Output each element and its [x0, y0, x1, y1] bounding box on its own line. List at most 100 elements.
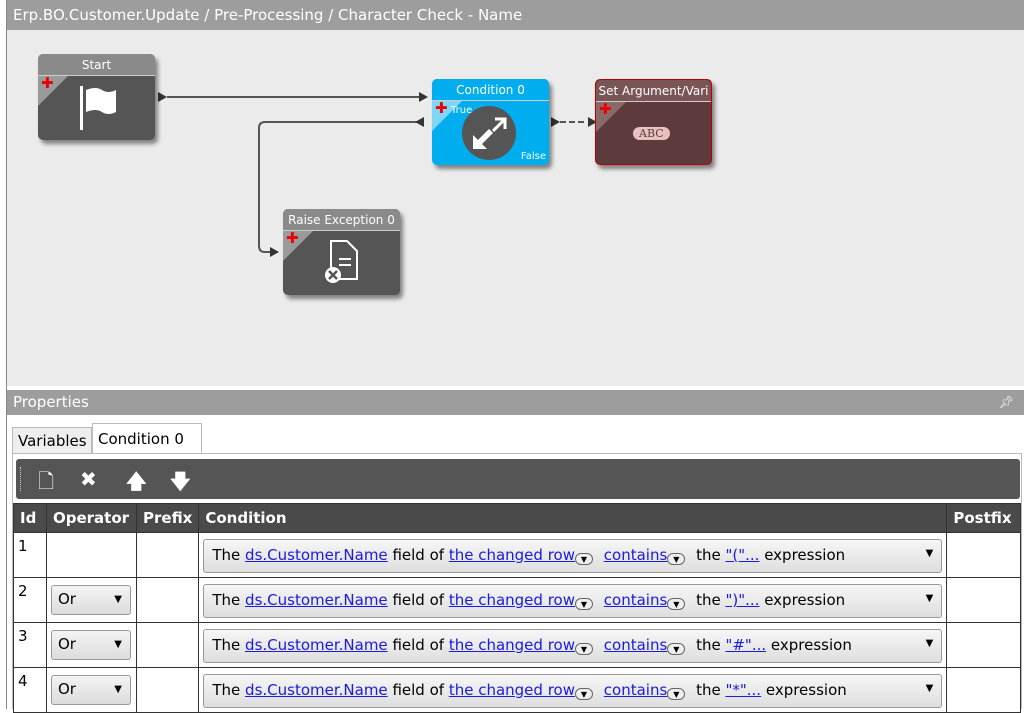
operator-value: Or	[58, 635, 76, 653]
operator-cell[interactable]: Or ▼	[46, 622, 137, 668]
dropdown-arrow-icon[interactable]: ▼	[925, 548, 934, 559]
expression-text: expression	[765, 681, 847, 699]
row-dropdown-icon[interactable]: ▼	[575, 598, 593, 610]
expression-text: expression	[764, 591, 846, 609]
condition-in-port[interactable]	[419, 92, 428, 102]
operator-select[interactable]: Or▼	[51, 675, 131, 705]
field-link[interactable]: ds.Customer.Name	[245, 546, 388, 564]
operator-select[interactable]: Or▼	[51, 585, 131, 615]
table-header: Id Operator Prefix Condition Postfix	[13, 503, 1021, 533]
add-icon[interactable]: ✚	[435, 99, 448, 117]
operator-dropdown-icon[interactable]: ▼	[667, 643, 686, 655]
operator-dropdown-icon[interactable]: ▼	[667, 553, 686, 565]
field-link[interactable]: ds.Customer.Name	[245, 591, 388, 609]
operator-link[interactable]: contains	[603, 591, 668, 609]
new-icon[interactable]: 🗋︎	[38, 469, 55, 493]
row-dropdown-icon[interactable]: ▼	[575, 688, 593, 700]
condition-cell[interactable]: The ds.Customer.Name field of the change…	[198, 532, 948, 578]
operator-select[interactable]: Or ▼	[51, 630, 131, 660]
row-link[interactable]: the changed row	[448, 636, 575, 654]
operator-cell[interactable]: Or▼	[46, 577, 137, 623]
postfix-cell[interactable]	[946, 667, 1021, 713]
col-prefix[interactable]: Prefix	[135, 503, 200, 533]
dropdown-arrow-icon[interactable]: ▼	[925, 593, 934, 604]
operator-link[interactable]: contains	[603, 681, 668, 699]
condition-node[interactable]: Condition 0 ✚ True False	[432, 79, 549, 165]
field-link[interactable]: ds.Customer.Name	[245, 681, 388, 699]
pin-icon[interactable]: 📌︎	[998, 395, 1014, 409]
condition-select[interactable]: The ds.Customer.Name field of the change…	[203, 539, 943, 573]
table-row[interactable]: 3 Or▼ The ds.Customer.Name field of the …	[13, 622, 1021, 668]
the2-text: the	[696, 591, 721, 609]
condition-select[interactable]: The ds.Customer.Name field of the change…	[203, 584, 943, 618]
move-up-icon[interactable]: 🡅︎	[126, 469, 147, 493]
row-dropdown-icon[interactable]: ▼	[575, 643, 593, 655]
condition-cell[interactable]: The ds.Customer.Name field of the change…	[198, 622, 948, 668]
false-label: False	[520, 151, 546, 162]
prefix-cell[interactable]	[135, 532, 200, 578]
value-link[interactable]: "#"...	[725, 636, 767, 654]
operator-cell[interactable]: Or▼	[46, 667, 137, 713]
condition-cell[interactable]: The ds.Customer.Name field of the change…	[198, 577, 948, 623]
col-operator[interactable]: Operator	[46, 503, 137, 533]
the-text: The	[212, 681, 241, 699]
row-link[interactable]: the changed row	[448, 681, 575, 699]
prefix-cell[interactable]	[135, 577, 200, 623]
operator-link[interactable]: contains	[603, 546, 668, 564]
tab-variables[interactable]: Variables	[12, 427, 92, 454]
dropdown-arrow-icon: ▼	[114, 639, 122, 650]
conditions-table: Id Operator Prefix Condition Postfix 1 T…	[13, 503, 1021, 713]
the2-text: the	[696, 546, 721, 564]
row-link[interactable]: the changed row	[448, 546, 575, 564]
operator-link[interactable]: contains	[603, 636, 668, 654]
postfix-cell[interactable]	[946, 532, 1021, 578]
condition-select[interactable]: The ds.Customer.Name field of the change…	[203, 674, 943, 708]
value-link[interactable]: "("...	[725, 546, 760, 564]
dropdown-arrow-icon[interactable]: ▼	[925, 638, 934, 649]
add-icon[interactable]: ✚	[286, 229, 299, 247]
start-node[interactable]: Start ✚	[38, 54, 155, 140]
left-edge	[0, 0, 7, 709]
workflow-canvas[interactable]: Start ✚ Condition 0 ✚ True False Set Arg…	[7, 30, 1024, 386]
value-link[interactable]: ")"...	[725, 591, 760, 609]
value-link[interactable]: "*"...	[725, 681, 762, 699]
operator-dropdown-icon[interactable]: ▼	[667, 688, 686, 700]
table-row[interactable]: 1 The ds.Customer.Name field of the chan…	[13, 532, 1021, 578]
operator-dropdown-icon[interactable]: ▼	[667, 598, 686, 610]
tab-condition-0[interactable]: Condition 0	[92, 423, 202, 454]
table-row[interactable]: 4 Or▼ The ds.Customer.Name field of the …	[13, 667, 1021, 713]
field-of-text: field of	[392, 636, 445, 654]
postfix-cell[interactable]	[946, 577, 1021, 623]
setarg-in-port[interactable]	[588, 117, 597, 127]
field-link[interactable]: ds.Customer.Name	[245, 636, 388, 654]
condition-node-title: Condition 0	[432, 79, 549, 101]
raise-in-port[interactable]	[270, 247, 279, 257]
prefix-cell[interactable]	[135, 667, 200, 713]
add-icon[interactable]: ✚	[41, 74, 54, 92]
condition-true-port[interactable]	[415, 117, 424, 127]
move-down-icon[interactable]: 🡇︎	[170, 469, 191, 493]
the2-text: the	[696, 681, 721, 699]
postfix-cell[interactable]	[946, 622, 1021, 668]
condition-cell[interactable]: The ds.Customer.Name field of the change…	[198, 667, 948, 713]
condition-select[interactable]: The ds.Customer.Name field of the change…	[203, 629, 943, 663]
row-link[interactable]: the changed row	[448, 591, 575, 609]
raise-exception-node-title: Raise Exception 0	[283, 209, 400, 231]
col-postfix[interactable]: Postfix	[946, 503, 1021, 533]
dropdown-arrow-icon[interactable]: ▼	[925, 683, 934, 694]
operator-cell[interactable]	[46, 532, 137, 578]
prefix-cell[interactable]	[135, 622, 200, 668]
set-argument-node[interactable]: Set Argument/Vari ✚ ABC	[595, 79, 712, 165]
add-icon[interactable]: ✚	[599, 100, 612, 118]
delete-icon[interactable]: ✖	[80, 467, 97, 491]
operator-value: Or	[58, 680, 76, 698]
the2-text: the	[696, 636, 721, 654]
col-id[interactable]: Id	[13, 503, 47, 533]
workflow-title: Erp.BO.Customer.Update / Pre-Processing …	[7, 0, 1024, 30]
table-row[interactable]: 2 Or▼ The ds.Customer.Name field of the …	[13, 577, 1021, 623]
condition-false-port[interactable]	[551, 117, 560, 127]
raise-exception-node[interactable]: Raise Exception 0 ✚	[283, 209, 400, 295]
start-out-port[interactable]	[158, 92, 167, 102]
col-condition[interactable]: Condition	[198, 503, 948, 533]
row-dropdown-icon[interactable]: ▼	[575, 553, 593, 565]
